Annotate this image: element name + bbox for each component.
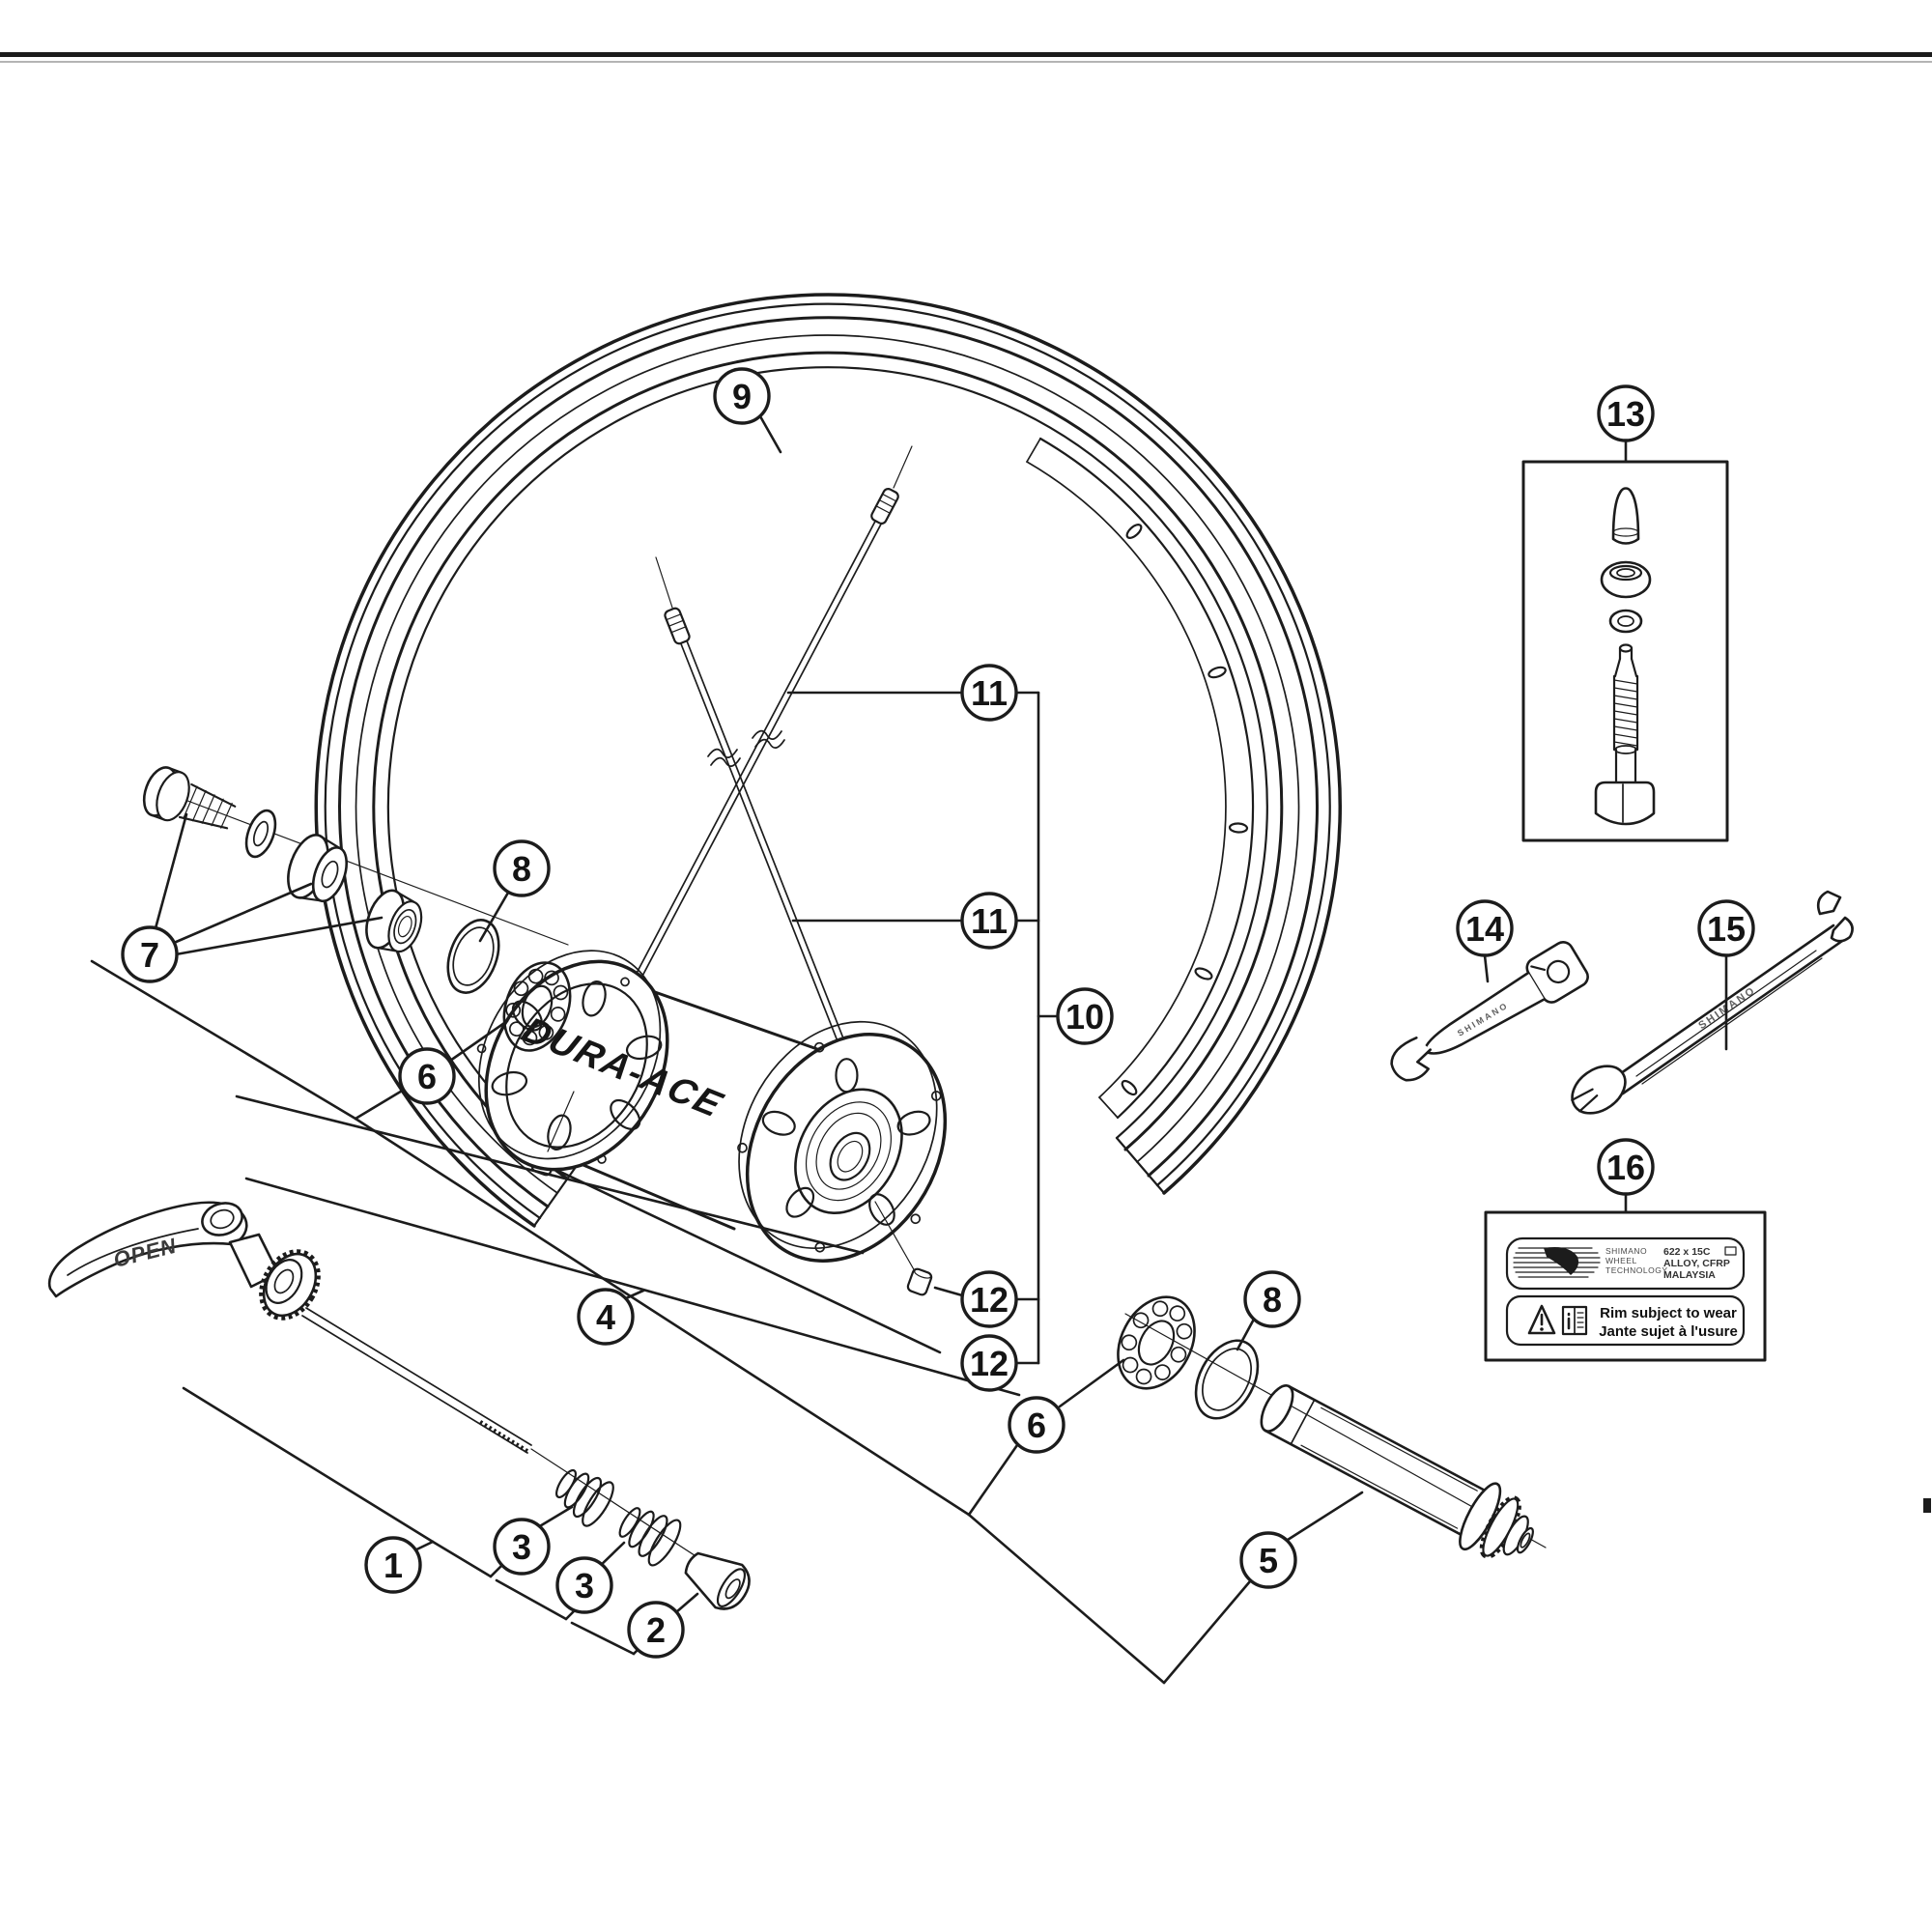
callout-6-right: 6 bbox=[1008, 1396, 1065, 1454]
spoke-wrench: SHIMANO bbox=[1390, 941, 1589, 1082]
svg-text:3: 3 bbox=[575, 1566, 594, 1605]
callout-3-left: 3 bbox=[493, 1518, 551, 1576]
callout-15: 15 bbox=[1697, 899, 1755, 957]
spoke-nipple-top-left bbox=[664, 607, 691, 645]
svg-text:5: 5 bbox=[1259, 1541, 1278, 1580]
manual-book-icon bbox=[1561, 1305, 1588, 1336]
bearing-retainer-right bbox=[1117, 1295, 1196, 1390]
svg-text:11: 11 bbox=[971, 901, 1008, 941]
tech-sticker-brand-2: WHEEL bbox=[1605, 1256, 1637, 1265]
page-edge-mark bbox=[1923, 1498, 1931, 1513]
callout-5: 5 bbox=[1239, 1531, 1297, 1589]
svg-text:15: 15 bbox=[1707, 909, 1746, 949]
dust-cap-cone bbox=[287, 834, 348, 903]
qr-adjust-nut bbox=[259, 1249, 321, 1321]
etrto-badge bbox=[1724, 1246, 1737, 1256]
tech-sticker-spec-2: ALLOY, CFRP bbox=[1663, 1258, 1730, 1269]
svg-text:12: 12 bbox=[970, 1344, 1009, 1383]
valve-stem bbox=[1594, 643, 1656, 826]
callout-6-left: 6 bbox=[398, 1047, 456, 1105]
hub-left-flange bbox=[476, 950, 669, 1172]
svg-text:6: 6 bbox=[1027, 1406, 1046, 1445]
tech-sticker-brand-3: TECHNOLOGY bbox=[1605, 1265, 1668, 1275]
callout-1: 1 bbox=[364, 1536, 422, 1594]
top-rule bbox=[0, 52, 1932, 63]
callout-12-top: 12 bbox=[960, 1270, 1018, 1328]
rim-spoke-holes bbox=[1121, 524, 1249, 1096]
svg-text:13: 13 bbox=[1606, 394, 1645, 434]
svg-text:8: 8 bbox=[1263, 1280, 1282, 1320]
callout-12-bottom: 12 bbox=[960, 1334, 1018, 1392]
callout-8-right: 8 bbox=[1243, 1270, 1301, 1328]
callout-16: 16 bbox=[1597, 1138, 1655, 1196]
qr-end-nut bbox=[684, 1551, 751, 1610]
hub-right-flange bbox=[737, 1020, 948, 1263]
valve-o-ring bbox=[1608, 609, 1643, 634]
callout-14: 14 bbox=[1456, 899, 1514, 957]
callout-9: 9 bbox=[713, 367, 771, 425]
quick-release: OPEN bbox=[47, 1201, 751, 1610]
svg-text:1: 1 bbox=[384, 1546, 403, 1585]
callouts: 9 13 14 15 16 7 8 6 4 1 3 3 2 11 11 10 1… bbox=[121, 367, 1755, 1659]
qr-spring-left bbox=[555, 1468, 614, 1527]
svg-text:8: 8 bbox=[512, 849, 531, 889]
qr-lever: OPEN bbox=[47, 1201, 280, 1298]
axle-end-bolt bbox=[142, 766, 237, 830]
callout-10: 10 bbox=[1056, 987, 1114, 1045]
callout-11-top: 11 bbox=[960, 664, 1018, 722]
qr-spring-right bbox=[618, 1507, 682, 1567]
warning-triangle-icon bbox=[1527, 1304, 1556, 1335]
wear-sticker: Rim subject to wear Jante sujet à l'usur… bbox=[1505, 1294, 1746, 1347]
svg-text:10: 10 bbox=[1065, 997, 1104, 1037]
callout-7: 7 bbox=[121, 925, 179, 983]
svg-text:2: 2 bbox=[646, 1610, 666, 1650]
valve-kit-box bbox=[1521, 460, 1729, 842]
svg-text:9: 9 bbox=[732, 377, 752, 416]
seal-ring-right bbox=[1194, 1339, 1260, 1420]
wear-sticker-line-2: Jante sujet à l'usure bbox=[1599, 1323, 1738, 1340]
bearing-retainer-left bbox=[502, 961, 572, 1052]
shimano-speedlines-icon bbox=[1513, 1247, 1601, 1278]
lock-nut bbox=[365, 889, 423, 953]
spoke-nipple-top-right bbox=[870, 488, 899, 525]
hub: DURA-ACE bbox=[476, 950, 948, 1263]
valve-cap bbox=[1611, 487, 1640, 545]
svg-text:7: 7 bbox=[140, 935, 159, 975]
hub-axle bbox=[1260, 1384, 1534, 1559]
svg-text:4: 4 bbox=[596, 1297, 615, 1337]
hub-nipple-right bbox=[906, 1267, 933, 1296]
svg-text:3: 3 bbox=[512, 1527, 531, 1567]
callout-2: 2 bbox=[627, 1601, 685, 1659]
rim-labels-box: SHIMANO WHEEL TECHNOLOGY 622 x 15C ALLOY… bbox=[1484, 1210, 1767, 1362]
right-axle-parts bbox=[1117, 1295, 1547, 1559]
tech-sticker-spec-3: MALAYSIA bbox=[1663, 1269, 1716, 1281]
callout-13: 13 bbox=[1597, 384, 1655, 442]
valve-lock-nut bbox=[1600, 560, 1652, 599]
callout-4: 4 bbox=[577, 1288, 635, 1346]
wear-sticker-line-1: Rim subject to wear bbox=[1600, 1305, 1737, 1321]
left-axle-parts bbox=[142, 766, 572, 1052]
washer bbox=[244, 809, 277, 859]
tech-sticker: SHIMANO WHEEL TECHNOLOGY 622 x 15C ALLOY… bbox=[1505, 1236, 1746, 1291]
tech-sticker-brand-1: SHIMANO bbox=[1605, 1246, 1647, 1256]
callout-8-left: 8 bbox=[493, 839, 551, 897]
svg-text:16: 16 bbox=[1606, 1148, 1645, 1187]
svg-text:14: 14 bbox=[1465, 909, 1504, 949]
svg-text:11: 11 bbox=[971, 673, 1008, 713]
tech-sticker-spec-1: 622 x 15C bbox=[1663, 1246, 1711, 1258]
callout-3-right: 3 bbox=[555, 1556, 613, 1614]
svg-text:12: 12 bbox=[970, 1280, 1009, 1320]
seal-ring-left bbox=[446, 919, 500, 994]
svg-text:6: 6 bbox=[417, 1057, 437, 1096]
callout-11-bottom: 11 bbox=[960, 892, 1018, 950]
